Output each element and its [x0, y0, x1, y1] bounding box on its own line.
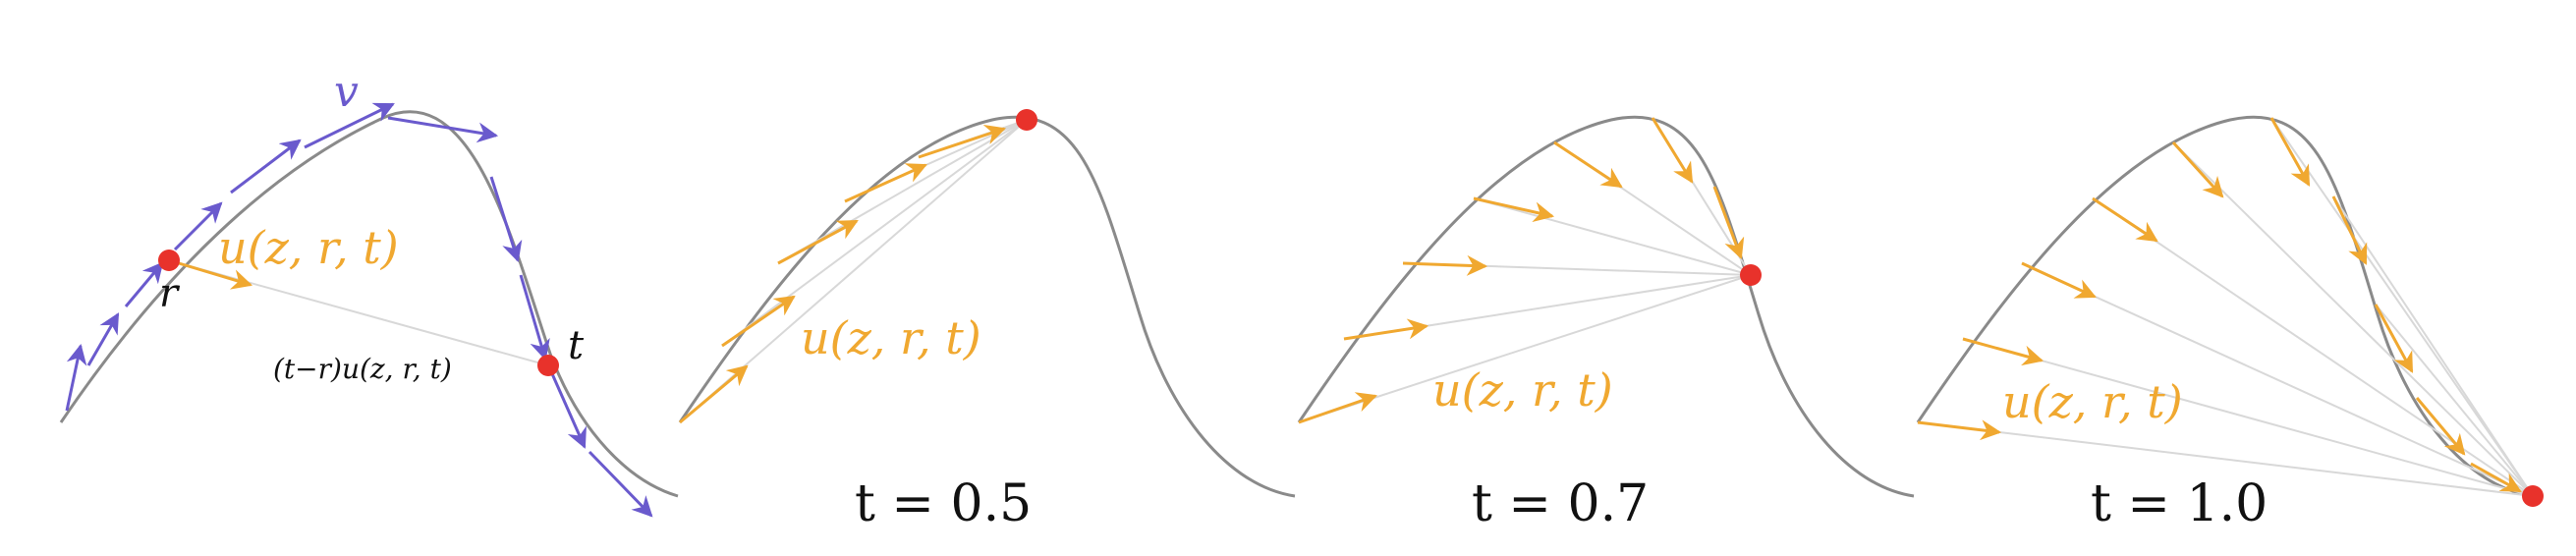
u-arrow: [2470, 462, 2522, 493]
chord-line: [2270, 117, 2534, 497]
tangent-arrow: [588, 450, 653, 518]
u-arrow: [679, 364, 749, 424]
chord-line: [2172, 141, 2534, 497]
point-t: [1016, 109, 1037, 131]
u-arrow: [2415, 397, 2466, 456]
tangent-arrow: [548, 368, 587, 449]
tangent-arrow: [489, 176, 523, 263]
tangent-arrow: [86, 312, 120, 366]
chord-line: [1962, 338, 2534, 497]
point-t: [1740, 264, 1762, 286]
panel-3-t07: u(z, r, t) t = 0.7: [1297, 115, 1915, 533]
u-arrow: [1651, 117, 1694, 184]
tangent-arrow: [124, 261, 164, 307]
u-arrow: [721, 295, 796, 348]
u-arrow: [1402, 254, 1488, 276]
label-u: u(z, r, t): [2002, 375, 2183, 428]
u-arrows: [679, 125, 1006, 424]
label-r: r: [159, 271, 181, 316]
tangent-arrow: [230, 139, 302, 195]
u-arrow: [2331, 195, 2368, 265]
u-arrow: [2171, 140, 2224, 198]
tangent-arrow: [519, 274, 550, 361]
chord-line: [2021, 262, 2534, 497]
trajectory-curve: [678, 115, 1296, 498]
tangent-arrow: [173, 201, 223, 251]
chord-lines: [1917, 117, 2534, 497]
label-displacement: (t−r)u(z, r, t): [273, 353, 452, 385]
chord-line: [2375, 304, 2534, 497]
u-arrow: [2021, 261, 2097, 299]
point-t: [537, 355, 559, 376]
u-arrow: [844, 163, 927, 203]
label-u: u(z, r, t): [801, 311, 981, 364]
u-arrow: [1343, 318, 1429, 341]
u-arrow: [168, 258, 253, 290]
label-t: t: [568, 323, 585, 368]
u-arrow: [1473, 196, 1555, 223]
u-arrow: [918, 125, 1006, 159]
u-arrow: [2092, 196, 2158, 243]
u-arrow: [1712, 186, 1745, 259]
panel-2-t05: u(z, r, t) t = 0.5: [678, 109, 1296, 533]
trajectory-curve: [1297, 115, 1915, 498]
u-arrow: [2374, 304, 2414, 373]
panel-1-trajectory: v u(z, r, t) r t (t−r)u(z, r, t): [59, 67, 679, 518]
tangent-arrow: [387, 116, 499, 143]
trajectory-curve: [1916, 115, 2534, 498]
tangent-arrows: [65, 102, 653, 518]
u-arrow: [1553, 140, 1623, 189]
u-arrow: [2269, 117, 2311, 187]
chord-line: [1473, 197, 1752, 276]
u-arrows: [1298, 117, 1745, 424]
label-v: v: [334, 67, 359, 117]
chord-line: [1917, 421, 2534, 497]
panel-4-t10: u(z, r, t) t = 1.0: [1916, 115, 2544, 533]
trajectory-curve: [59, 110, 679, 498]
label-u: u(z, r, t): [218, 221, 399, 274]
u-arrow: [1298, 392, 1377, 424]
tangent-arrow: [65, 343, 87, 412]
u-arrow: [1962, 337, 2044, 366]
caption-time: t = 1.0: [2091, 474, 2268, 533]
caption-time: t = 0.7: [1472, 474, 1649, 533]
label-u: u(z, r, t): [1432, 363, 1613, 417]
point-r: [158, 250, 180, 271]
point-t: [2522, 485, 2544, 507]
u-arrows: [1917, 117, 2522, 493]
tangent-arrow: [304, 102, 395, 149]
u-arrow: [1917, 419, 2002, 441]
u-arrow: [777, 219, 859, 265]
caption-time: t = 0.5: [855, 474, 1032, 533]
